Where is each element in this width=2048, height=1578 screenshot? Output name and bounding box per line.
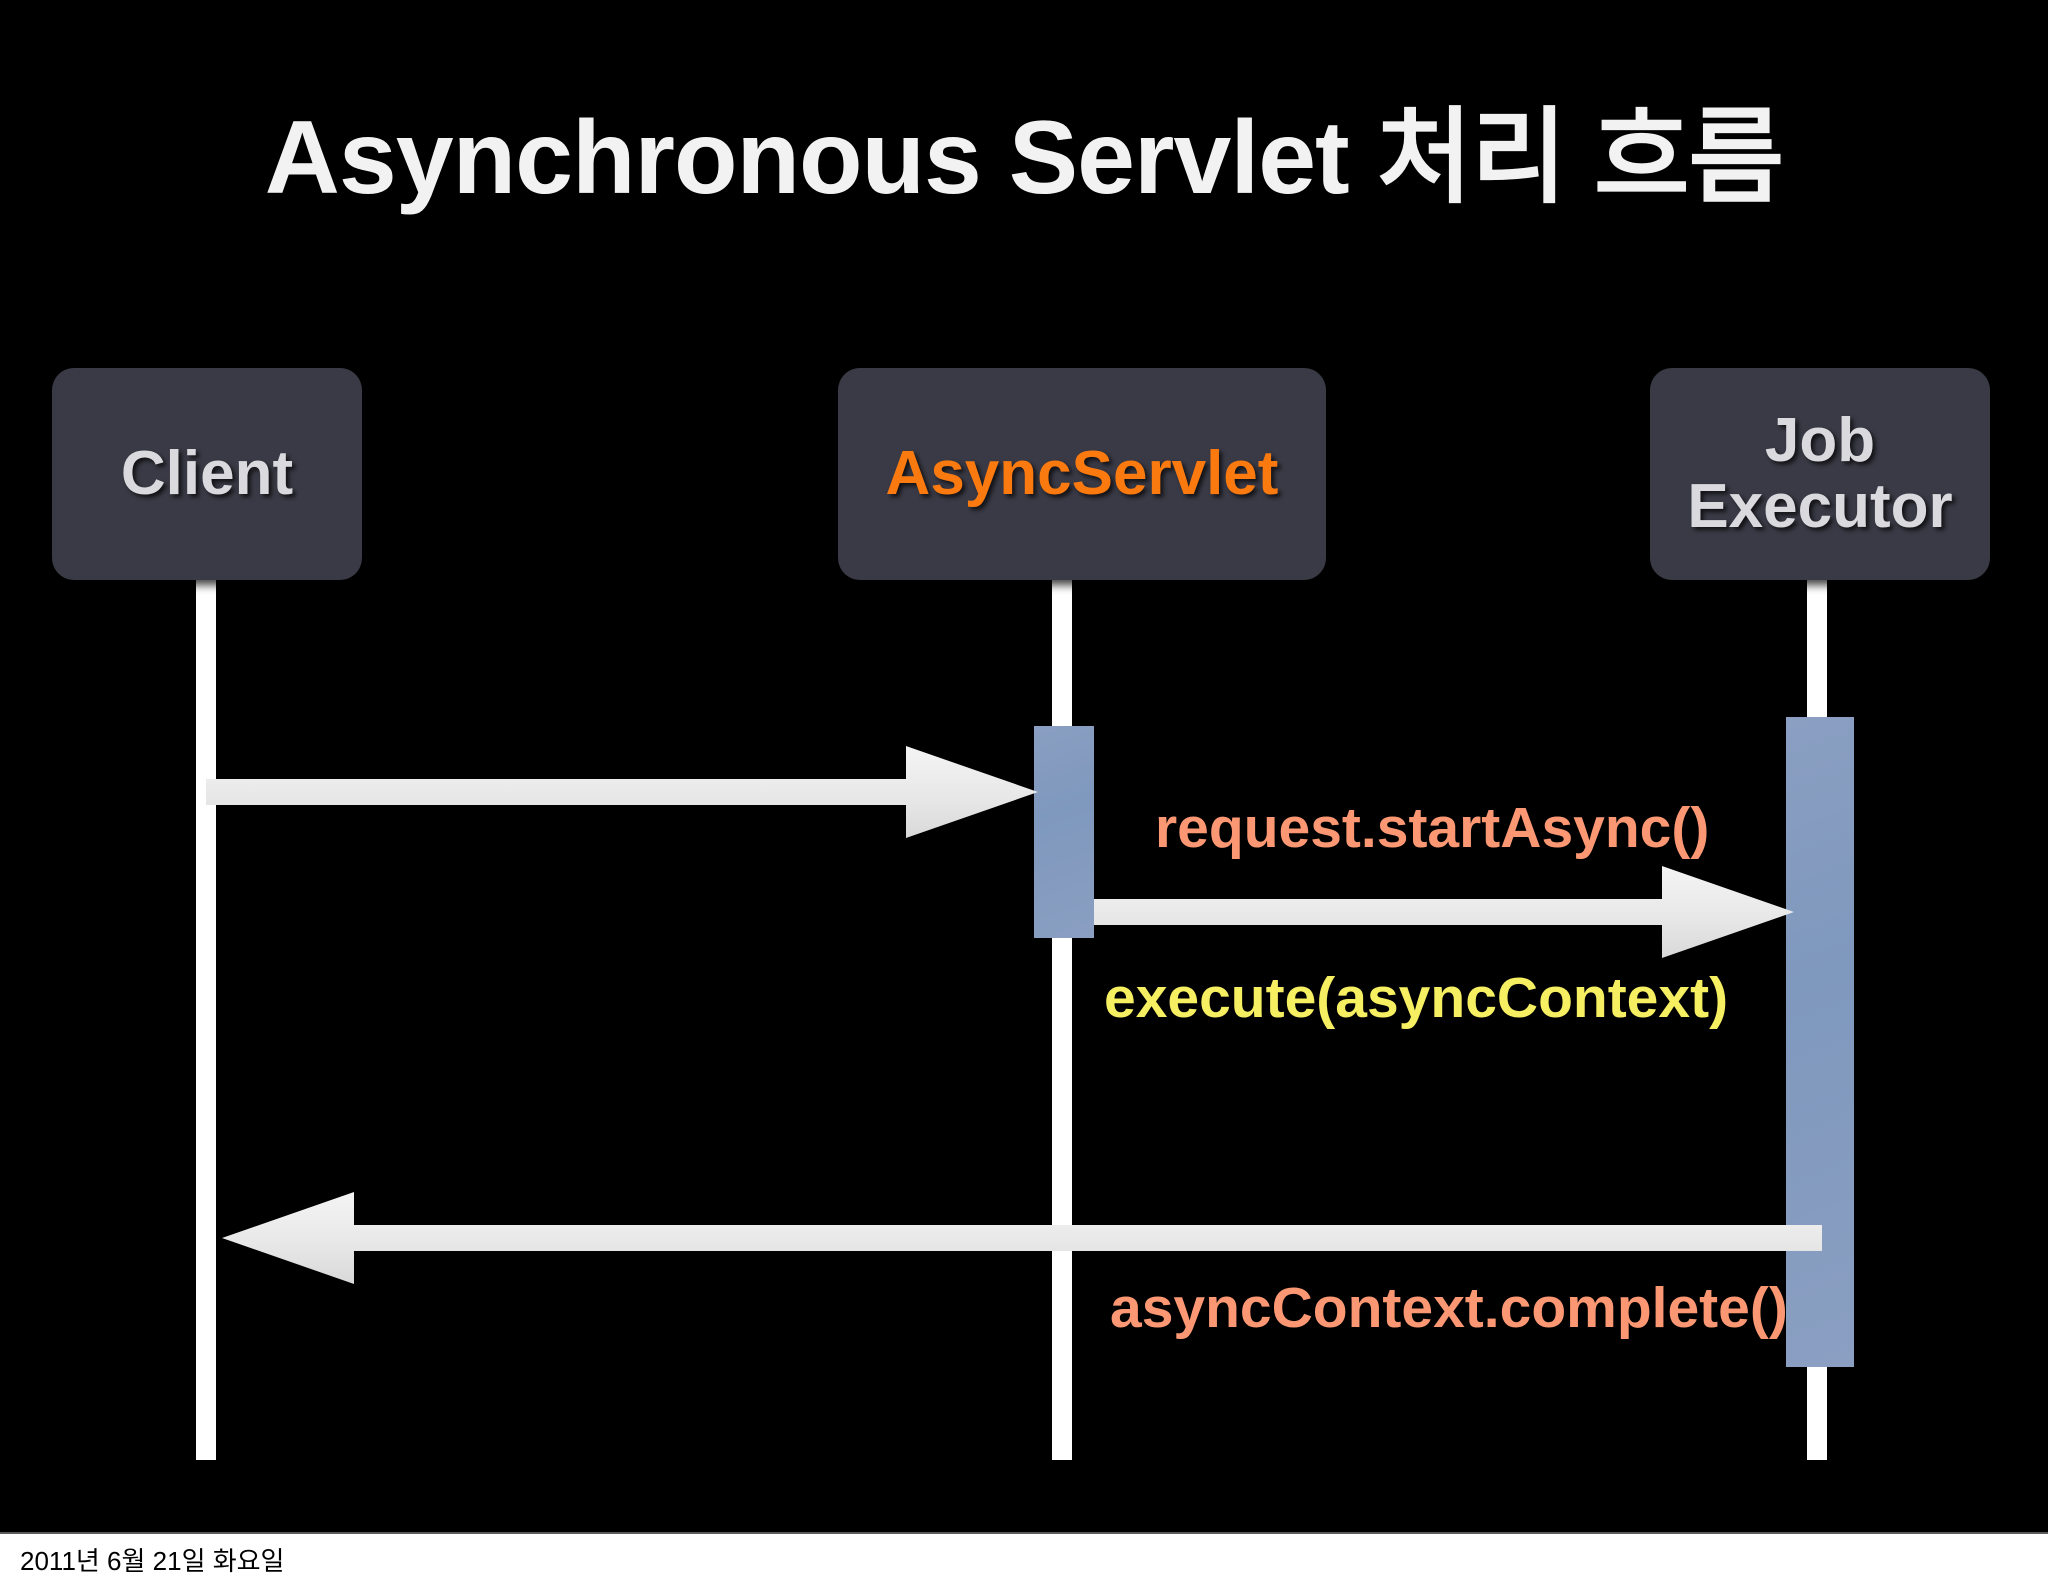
participant-jobexecutor[interactable]: Job Executor bbox=[1650, 368, 1990, 580]
participant-asyncservlet-label: AsyncServlet bbox=[885, 439, 1279, 509]
participant-asyncservlet[interactable]: AsyncServlet bbox=[838, 368, 1326, 580]
activation-bar-asyncservlet bbox=[1034, 726, 1094, 938]
slide-canvas: Asynchronous Servlet 처리 흐름 bbox=[0, 0, 2048, 1532]
participant-client[interactable]: Client bbox=[52, 368, 362, 580]
slide-footer: 2011년 6월 21일 화요일 bbox=[0, 1532, 2048, 1578]
message-label-request-start-async: request.startAsync() bbox=[1155, 796, 1710, 860]
activation-bar-jobexecutor bbox=[1786, 717, 1854, 1367]
lifeline-client bbox=[196, 578, 216, 1460]
message-label-async-context-complete: asyncContext.complete() bbox=[1110, 1276, 1788, 1340]
message-label-execute-async-context: execute(asyncContext) bbox=[1104, 966, 1729, 1030]
footer-date: 2011년 6월 21일 화요일 bbox=[20, 1546, 285, 1576]
message-arrow-client-to-asyncservlet bbox=[206, 742, 1038, 842]
participant-client-label: Client bbox=[120, 439, 294, 509]
participant-jobexecutor-label: Job Executor bbox=[1687, 406, 1953, 541]
message-arrow-jobexecutor-to-client bbox=[222, 1188, 1822, 1288]
lifeline-asyncservlet bbox=[1052, 578, 1072, 1460]
message-arrow-asyncservlet-to-jobexecutor bbox=[1094, 862, 1794, 962]
page-title: Asynchronous Servlet 처리 흐름 bbox=[264, 100, 1784, 216]
